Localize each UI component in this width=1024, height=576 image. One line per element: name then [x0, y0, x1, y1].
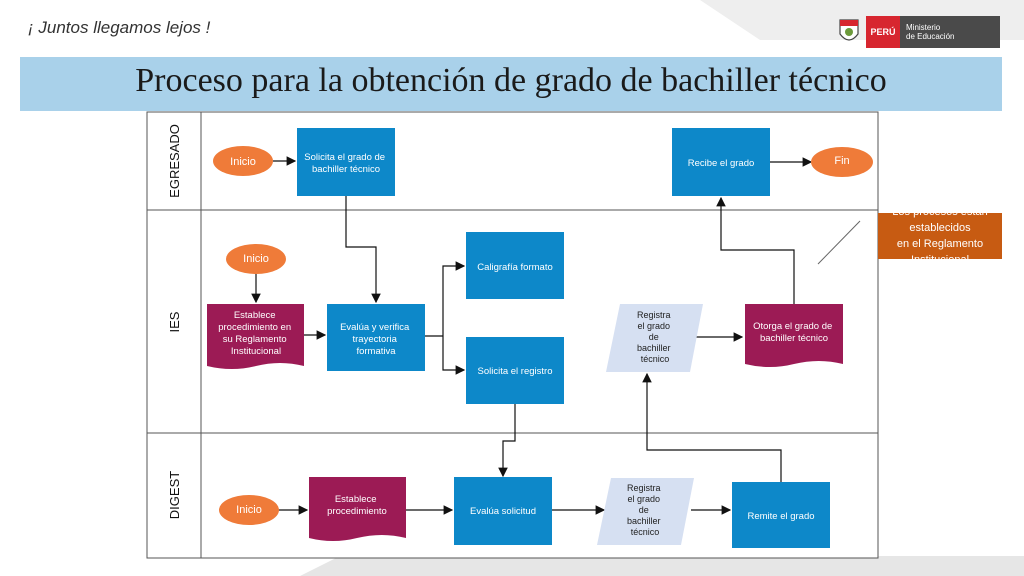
egr-end-label: Fin [834, 155, 849, 167]
egr-end-terminator [811, 147, 873, 177]
egr-start-terminator [213, 146, 273, 176]
dig-start-terminator [219, 495, 279, 525]
ies-establece-label: Establece procedimiento en su Reglamento… [218, 310, 294, 357]
logo-ministry-line2: de Educación [906, 32, 955, 41]
egr-solicita-process [297, 128, 395, 196]
arrow-to-caligrafia [442, 261, 466, 336]
logo-ministry-line1: Ministerio [906, 23, 941, 32]
ies-start-terminator [226, 244, 286, 274]
arrow-to-solicita-registro [442, 336, 466, 375]
dig-registra-data [597, 478, 694, 545]
connectors [251, 156, 861, 515]
lane-label-egresado: EGRESADO [167, 124, 182, 198]
note-line-1: Los procesos están establecidos [892, 206, 988, 234]
ies-evalua-process [327, 304, 425, 371]
slogan: ¡ Juntos llegamos lejos ! [28, 18, 211, 37]
dig-evalua-process [454, 477, 552, 545]
dig-establece-label: Establece procedimiento [327, 494, 387, 517]
note-line-2: en el Reglamento Institucional [896, 238, 984, 266]
ies-caligrafia-process [466, 232, 564, 299]
arrow-registro-evalua-solicitud [498, 404, 516, 478]
ies-start-label: Inicio [243, 253, 269, 265]
logo-ministry: Ministerio de Educación [900, 16, 1000, 48]
ies-otorga-label: Otorga el grado de bachiller técnico [753, 321, 835, 344]
ies-caligrafia-label: Caligrafía formato [477, 262, 553, 273]
ies-registra-label: Registra el grado de bachiller técnico [637, 310, 673, 364]
egr-recibe-process [672, 128, 770, 196]
egr-solicita-label: Solicita el grado de bachiller técnico [304, 152, 387, 175]
ies-solicita-registro-label: Solicita el registro [478, 366, 553, 377]
egr-start-label: Inicio [230, 156, 256, 168]
lane-label-ies: IES [167, 311, 182, 332]
lane-label-digest: DIGEST [167, 471, 182, 519]
coat-of-arms-icon [839, 19, 859, 41]
dig-remite-label: Remite el grado [747, 511, 814, 522]
dig-registra-label: Registra el grado de bachiller técnico [627, 483, 663, 537]
ies-solicita-registro-process [466, 337, 564, 404]
arrow-remite-registra-ies [642, 372, 782, 482]
dig-start-label: Inicio [236, 504, 262, 516]
arrow-otorga-recibe [716, 196, 795, 304]
ies-otorga-document [745, 304, 843, 367]
dig-establece-document [309, 477, 406, 541]
ies-evalua-label: Evalúa y verifica trayectoria formativa [340, 322, 412, 357]
egr-recibe-label: Recibe el grado [688, 158, 755, 169]
note-callout-line [817, 220, 861, 265]
arrow-solicita-evalua [345, 196, 381, 304]
page-title: Proceso para la obtención de grado de ba… [135, 62, 887, 99]
ies-establece-document [207, 304, 304, 369]
title-band [20, 57, 1002, 111]
ies-registra-data [606, 304, 703, 372]
note-box: Los procesos están establecidos en el Re… [878, 206, 1002, 266]
dig-evalua-label: Evalúa solicitud [470, 506, 536, 517]
dig-remite-process [732, 482, 830, 548]
logo-country: PERÚ [866, 16, 900, 48]
